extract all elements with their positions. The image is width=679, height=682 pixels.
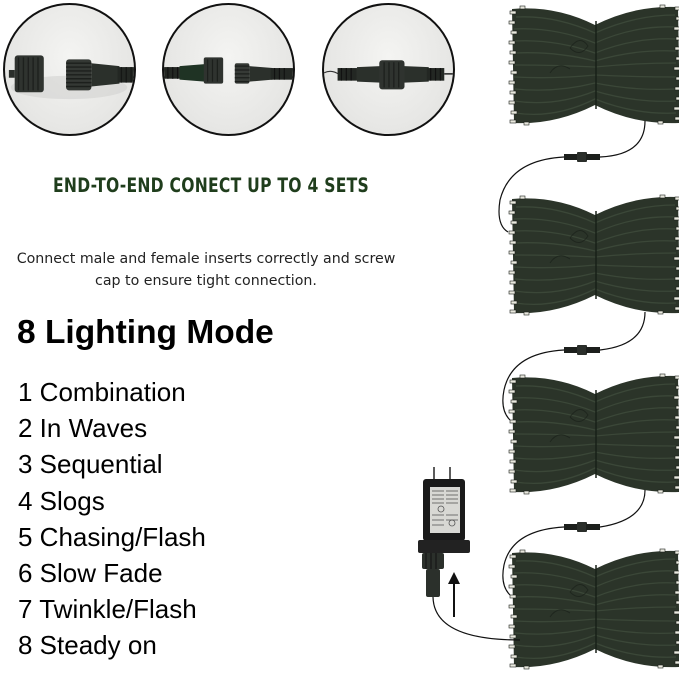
lighting-mode-item: 1 Combination — [18, 377, 186, 407]
light-strings-illustration — [400, 0, 679, 677]
lighting-mode-item: 3 Sequential — [18, 449, 163, 480]
connect-headline: END-TO-END CONECT UP TO 4 SETS — [53, 174, 369, 197]
lighting-mode-item: 5 Chasing/Flash — [18, 521, 206, 552]
headline-text: END-TO-END CONECT UP TO 4 SETS — [53, 174, 369, 197]
instructions-line-2: cap to ensure tight connection. — [95, 273, 317, 289]
connector-step-1-image — [3, 3, 136, 136]
connector-joined-icon — [324, 60, 453, 90]
lighting-mode-item: 7 Twinkle/Flash — [18, 594, 197, 625]
connector-unplugged-icon — [8, 55, 134, 100]
connector-step-2-image — [162, 3, 295, 136]
connector-aligning-icon — [164, 57, 293, 84]
power-adapter-icon — [418, 467, 521, 641]
lighting-modes-title: 8 Lighting Mode — [17, 314, 274, 351]
lighting-mode-item: 8 Steady on — [18, 630, 157, 661]
lighting-mode-item: 6 Slow Fade — [18, 558, 163, 589]
lighting-modes-list: 1 Combination 2 In Waves 3 Sequential 4 … — [18, 374, 206, 664]
lighting-mode-item: 2 In Waves — [18, 413, 148, 444]
connector-step-3-image — [322, 3, 455, 136]
light-string-sets-icon — [418, 4, 679, 670]
arrow-up-icon — [448, 572, 460, 617]
connection-instructions: Connect male and female inserts correctl… — [0, 248, 412, 292]
lighting-mode-item: 4 Slogs — [18, 485, 105, 516]
instructions-line-1: Connect male and female inserts correctl… — [16, 251, 396, 267]
